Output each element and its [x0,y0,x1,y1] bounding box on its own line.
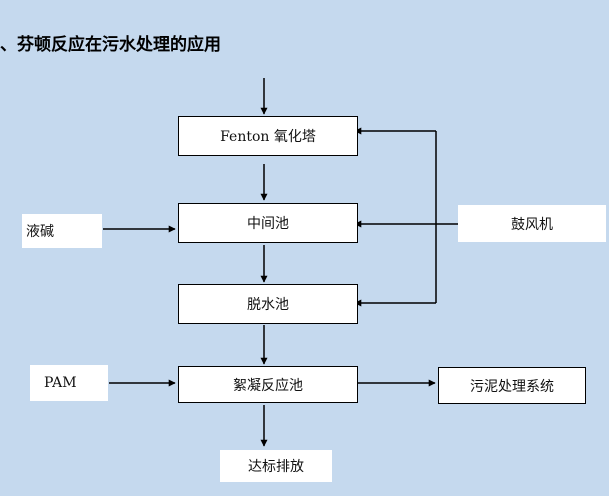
node-lye: 液碱 [22,214,102,248]
node-fenton-tower: Fenton 氧化塔 [178,116,358,156]
node-discharge: 达标排放 [220,450,332,482]
node-pam: PAM [30,365,108,401]
diagram-title: 、芬顿反应在污水处理的应用 [0,35,221,55]
node-flocculation-pool: 絮凝反应池 [178,366,358,403]
node-middle-pool: 中间池 [178,203,358,243]
node-sludge-system: 污泥处理系统 [438,367,586,404]
node-blower: 鼓风机 [458,205,606,242]
node-dewatering-pool: 脱水池 [178,284,358,324]
